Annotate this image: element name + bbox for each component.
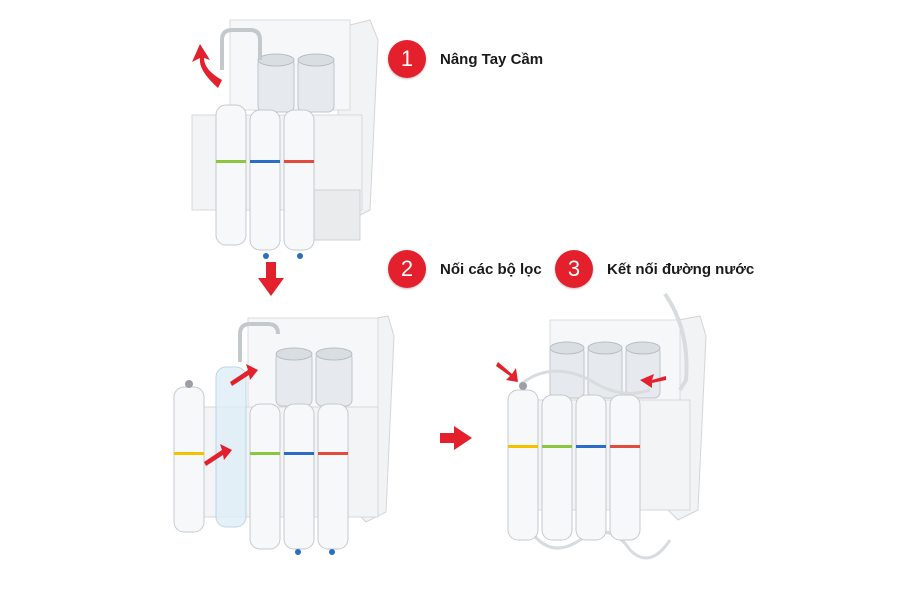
step-label: Nối các bộ lọc (440, 260, 542, 278)
filter-unit-step3 (496, 292, 707, 560)
top-housings (257, 53, 335, 113)
insert-arrow-icon (204, 444, 232, 466)
filter-cartridges (215, 104, 315, 251)
connect-arrow-icon (496, 362, 518, 382)
step-number-badge: 3 (555, 250, 593, 288)
connect-arrow-icon (640, 374, 666, 388)
insert-arrow-icon (230, 364, 258, 386)
step-3: 3 Kết nối đường nước (555, 250, 754, 288)
filter-unit-step1 (191, 19, 379, 259)
down-arrow-icon (258, 262, 284, 296)
right-arrow-icon (440, 426, 472, 450)
filter-unit-step2 (173, 315, 395, 555)
step-1: 1 Nâng Tay Cầm (388, 40, 543, 78)
step-number-badge: 1 (388, 40, 426, 78)
step-2: 2 Nối các bộ lọc (388, 250, 542, 288)
step-number-badge: 2 (388, 250, 426, 288)
step-label: Kết nối đường nước (607, 260, 755, 278)
step-label: Nâng Tay Cầm (440, 50, 544, 68)
lift-arrow-icon (192, 44, 222, 88)
